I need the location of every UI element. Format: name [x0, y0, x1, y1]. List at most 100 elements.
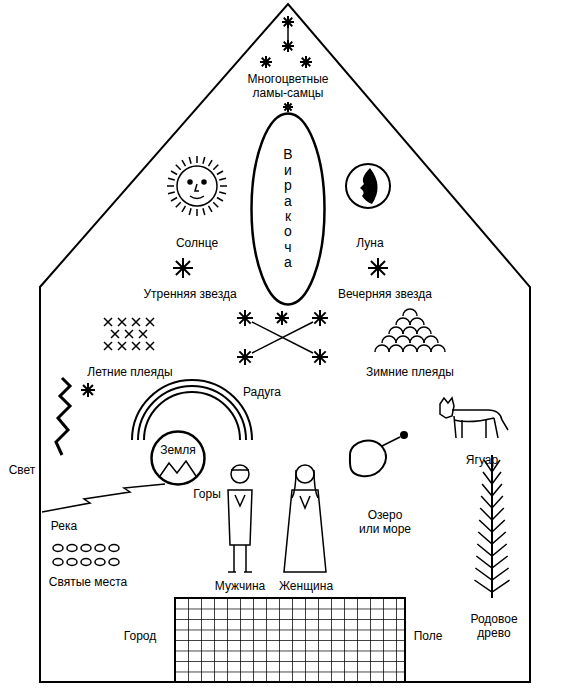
- holy-place-oval: [81, 559, 91, 566]
- woman-label: Женщина: [279, 579, 333, 593]
- sun-ray: [189, 208, 191, 215]
- tree-branch: [475, 568, 508, 580]
- holy-place-oval: [81, 545, 91, 552]
- mountains-label: Горы: [193, 487, 221, 501]
- light-label: Свет: [9, 463, 36, 477]
- star-symbol: [312, 349, 328, 365]
- star-symbol: [237, 310, 253, 326]
- sun-ray: [209, 160, 213, 166]
- woman-figure: [284, 465, 326, 572]
- deity-ellipse: [252, 114, 325, 305]
- rainbow-arcs: [132, 380, 252, 440]
- holy-place-oval: [53, 545, 63, 552]
- pleiades-label: Зимние плеяды: [366, 365, 454, 379]
- pleiades-arc: [431, 345, 445, 352]
- pleiades-cross: [104, 318, 112, 326]
- rainbow-label: Радуга: [243, 385, 281, 399]
- star-cross: [252, 322, 313, 353]
- tree-branch: [480, 508, 504, 520]
- repeated-strokes: [53, 16, 510, 598]
- holy-place-oval: [67, 559, 77, 566]
- pleiades-arc: [424, 336, 438, 343]
- sun-ray: [182, 206, 186, 212]
- man-figure: [228, 465, 252, 572]
- sun-ray: [189, 157, 191, 164]
- pleiades-arc: [417, 327, 431, 334]
- jaguar-label: Ягуар: [466, 453, 498, 467]
- mountains: [160, 461, 196, 476]
- lake-figure: [350, 431, 408, 476]
- sun-ray: [176, 202, 181, 207]
- pleiades-cross: [132, 342, 140, 350]
- moon-label: Луна: [356, 236, 383, 250]
- pleiades-arc: [396, 336, 410, 343]
- holy-place-oval: [109, 545, 119, 552]
- pleiades-arc: [410, 318, 424, 325]
- star-symbol: [237, 349, 253, 365]
- earth-name: Земля: [160, 443, 196, 457]
- star-symbol: [368, 258, 388, 278]
- city-label: Город: [124, 629, 156, 643]
- pleiades-arc: [389, 345, 403, 352]
- sun-ray: [213, 202, 218, 207]
- holy-place-oval: [67, 545, 77, 552]
- pleiades-cross: [139, 330, 147, 338]
- holy-places-label: Святые места: [49, 575, 128, 589]
- pleiades-cross: [146, 342, 154, 350]
- sun-ray: [213, 165, 218, 170]
- star-symbol: [300, 56, 312, 68]
- sun-ray: [171, 171, 177, 175]
- pleiades-cross: [118, 318, 126, 326]
- tree-branch: [479, 520, 505, 532]
- pleiades-cross: [146, 318, 154, 326]
- star-label: Вечерняя звезда: [338, 287, 432, 301]
- earth-circle-outline: [150, 430, 206, 486]
- llama-label: Многоцветные ламы-самцы: [238, 72, 338, 100]
- sun-ray: [168, 178, 175, 180]
- tree-branch: [478, 532, 506, 544]
- star-symbol: [173, 258, 193, 278]
- sun-ray: [209, 206, 213, 212]
- tree-branch: [477, 544, 506, 556]
- star-symbol: [275, 311, 289, 325]
- sun-ray: [167, 185, 174, 187]
- river-label: Река: [51, 519, 77, 533]
- pleiades-cross: [125, 330, 133, 338]
- tree-label: Родовое древо: [465, 612, 523, 640]
- pleiades-arc: [403, 327, 417, 334]
- pleiades-arc: [417, 345, 431, 352]
- sun-ray: [220, 185, 227, 187]
- sun-ray: [203, 157, 205, 164]
- light-line: [56, 378, 70, 455]
- moon-face: [346, 164, 390, 208]
- star-line: [287, 28, 289, 40]
- star-symbol: [282, 16, 294, 28]
- pleiades-cross: [104, 342, 112, 350]
- sun-label: Солнце: [176, 236, 218, 250]
- pleiades-cross: [118, 342, 126, 350]
- star-symbol: [260, 56, 272, 68]
- star-symbol: [282, 40, 294, 52]
- pleiades-cross: [132, 318, 140, 326]
- holy-place-oval: [95, 559, 105, 566]
- star-symbol: [312, 310, 328, 326]
- pleiades-arc: [389, 327, 403, 334]
- tree-branch: [481, 496, 503, 508]
- tree-branch: [474, 580, 509, 592]
- pleiades-arc: [403, 309, 417, 316]
- earth-circle: Земля: [150, 430, 206, 486]
- pleiades-arc: [410, 336, 424, 343]
- tree-trunk: [491, 455, 493, 598]
- pleiades-cross: [111, 330, 119, 338]
- sun-ray: [196, 209, 198, 216]
- holy-place-oval: [95, 545, 105, 552]
- river-line: [42, 484, 165, 512]
- pleiades-arc: [382, 336, 396, 343]
- pleiades-arc: [396, 318, 410, 325]
- house-outline: [40, 4, 530, 682]
- earth-circle: [152, 432, 205, 485]
- pleiades-arc: [403, 345, 417, 352]
- sun-ray: [171, 198, 177, 202]
- lake-label: Озеро или море: [356, 508, 414, 536]
